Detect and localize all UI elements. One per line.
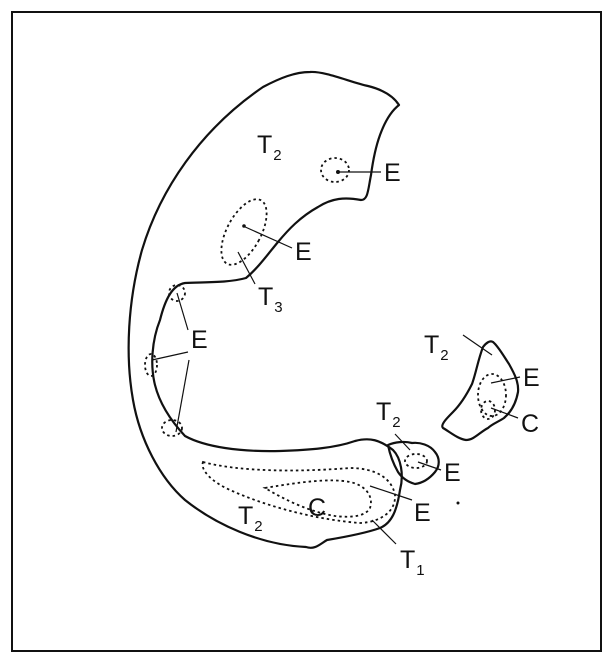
label-t3: T3 [258, 283, 283, 316]
marker-dot-upper-mid [242, 224, 246, 228]
label-t2-small: T2 [376, 398, 401, 431]
leader-e-left-3 [176, 360, 189, 432]
figure-border [12, 12, 601, 651]
label-t2-right: T2 [424, 331, 449, 364]
label-e-upper-mid: E [295, 238, 312, 266]
e-region-left-2 [145, 354, 157, 376]
leader-t1 [372, 520, 396, 544]
leader-e-bottom [370, 486, 412, 500]
e-region-top [321, 158, 349, 182]
t3-region [212, 192, 276, 272]
leader-e-left-2 [152, 352, 188, 360]
label-t2-top: T2 [257, 131, 282, 164]
leader-e-upper-mid [243, 226, 292, 248]
marker-dot-top [336, 170, 340, 174]
stray-dot [457, 502, 460, 505]
small-fragment-outline [388, 442, 439, 484]
label-e-left: E [191, 326, 208, 354]
label-c-right: C [521, 410, 539, 438]
label-e-top: E [384, 159, 401, 187]
label-e-small: E [444, 459, 461, 487]
label-t1: T1 [400, 546, 425, 579]
e-region-small [405, 454, 427, 468]
label-t2-bottom: T2 [238, 502, 263, 535]
right-fragment-outline [442, 341, 518, 440]
label-e-bottom: E [414, 499, 431, 527]
label-e-right: E [523, 364, 540, 392]
label-c-bottom: C [308, 494, 326, 522]
bottom-outer-dotted-region [203, 462, 396, 523]
leader-t2-right [463, 335, 492, 355]
